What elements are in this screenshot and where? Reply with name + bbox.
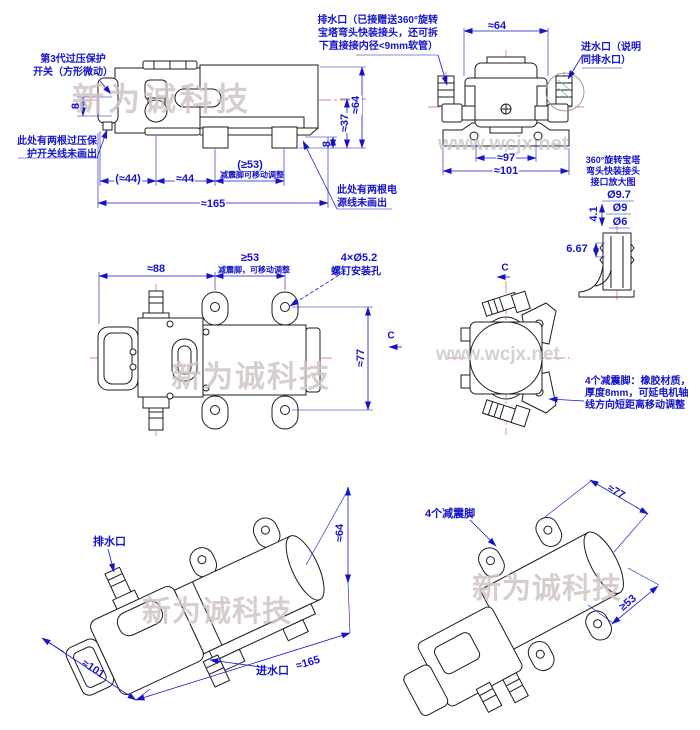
- power-wires-annotation: 此处有两根电 源线未画出: [337, 184, 401, 210]
- top-view-drawing: [97, 290, 321, 431]
- dim-bore: Ø6: [612, 216, 628, 228]
- outlet-annotation-line: 下直接接内径<9mm软管）: [318, 41, 438, 52]
- power-wires-line: 源线未画出: [337, 198, 387, 209]
- dim-od2: Ø9: [612, 202, 628, 214]
- feet-annotation: 4个减震脚：橡胶材质， 厚度8mm，可延电机轴 线方向短距离移动调整: [585, 376, 693, 412]
- dim-hole-span: ≈97: [495, 152, 517, 164]
- iso-inlet-label: 进水口: [256, 665, 289, 677]
- dim-seg2: ≈44: [174, 173, 196, 185]
- dim-seg3-note: 减震脚可移动调整: [220, 170, 284, 180]
- dim-base-width: ≈101: [492, 165, 520, 177]
- switch-annotation: 第3代过压保护 开关（方形微动）: [24, 53, 122, 79]
- outlet-annotation-line: 宝塔弯头快装接头，还可拆: [318, 28, 438, 39]
- inlet-annotation: 进水口（说明 同排水口）: [581, 41, 653, 67]
- detail-title: 360°旋转宝塔 弯头快装接头 接口放大图: [582, 155, 644, 188]
- side-view-drawing: [97, 60, 319, 149]
- detail-title-line: 接口放大图: [590, 177, 636, 187]
- dim-total-length: ≈165: [199, 198, 227, 210]
- detail-hatch: [557, 79, 571, 99]
- dim-height-to-base: ≈37: [339, 112, 351, 134]
- dim-switch-height: 8: [70, 102, 82, 110]
- brand-watermark: 新为诚科技: [171, 361, 331, 394]
- detail-circle: [545, 72, 585, 112]
- brand-watermark: 新为诚科技: [142, 596, 293, 628]
- dim-seg3: (≥53): [237, 159, 263, 171]
- section-marker-c: C: [501, 262, 509, 274]
- switch-annotation-line: 开关（方形微动）: [33, 67, 113, 78]
- iso-rear-drawing: [403, 516, 624, 716]
- brand-watermark: 新为诚科技: [472, 573, 623, 605]
- dim-mount-holes: 4×Ø5.2: [340, 252, 378, 264]
- switch-wires-line: 护开关线未画出: [27, 149, 97, 160]
- dim-seg1: (≈44): [114, 173, 142, 185]
- site-watermark: www.wcjx.net: [438, 133, 569, 155]
- dim-iso-height: ≈64: [334, 523, 346, 543]
- section-view-drawing: [460, 290, 557, 428]
- dim-body-width: ≈64: [487, 20, 507, 32]
- dim-barb-length: 6.67: [566, 243, 588, 255]
- end-view-drawing: [437, 56, 573, 147]
- dim-mount-holes-note: 螺钉安装孔: [331, 266, 381, 278]
- dim-top-seg1: ≈88: [146, 263, 166, 275]
- dim-step: 4.1: [588, 206, 600, 222]
- inlet-annotation-line: 进水口（说明: [581, 42, 641, 53]
- detail-view-drawing: [578, 232, 635, 298]
- detail-title-line: 360°旋转宝塔: [585, 155, 641, 165]
- iso-outlet-label: 排水口: [93, 536, 126, 548]
- section-marker-c: C: [387, 330, 395, 342]
- power-wires-line: 此处有两根电: [337, 185, 397, 196]
- leader-lines: [96, 54, 585, 668]
- switch-wires-annotation: 此处有两根过压保 护开关线未画出: [12, 135, 97, 161]
- inlet-annotation-line: 同排水口）: [581, 55, 631, 66]
- feet-annotation-line: 线方向短距离移动调整: [585, 400, 685, 411]
- outlet-annotation: 排水口（已接赠送360°旋转 宝塔弯头快装接头，还可拆 下直接接内径<9mm软管…: [316, 14, 438, 53]
- outlet-annotation-line: 排水口（已接赠送360°旋转: [317, 15, 438, 26]
- dim-total-height: ≈64: [350, 94, 362, 116]
- switch-annotation-line: 第3代过压保护: [40, 54, 106, 65]
- switch-wires-line: 此处有两根过压保: [17, 136, 97, 147]
- brand-watermark: 新为诚科技: [72, 81, 253, 117]
- iso-feet-label: 4个减震脚: [425, 508, 476, 520]
- feet-annotation-line: 厚度8mm，可延电机轴: [585, 388, 689, 399]
- dim-od1: Ø9.7: [607, 189, 631, 201]
- detail-title-line: 弯头快装接头: [585, 166, 640, 176]
- dim-top-seg2: ≥53: [240, 252, 260, 264]
- site-watermark: www.wcjx.net: [436, 344, 560, 365]
- dim-foot-height: 8: [321, 140, 333, 148]
- extension-lines: [18, 28, 660, 701]
- feet-annotation-line: 4个减震脚：橡胶材质，: [585, 376, 691, 387]
- dim-top-width: ≈77: [355, 348, 367, 368]
- dim-top-seg2-note: 减震脚，可移动调整: [218, 265, 290, 275]
